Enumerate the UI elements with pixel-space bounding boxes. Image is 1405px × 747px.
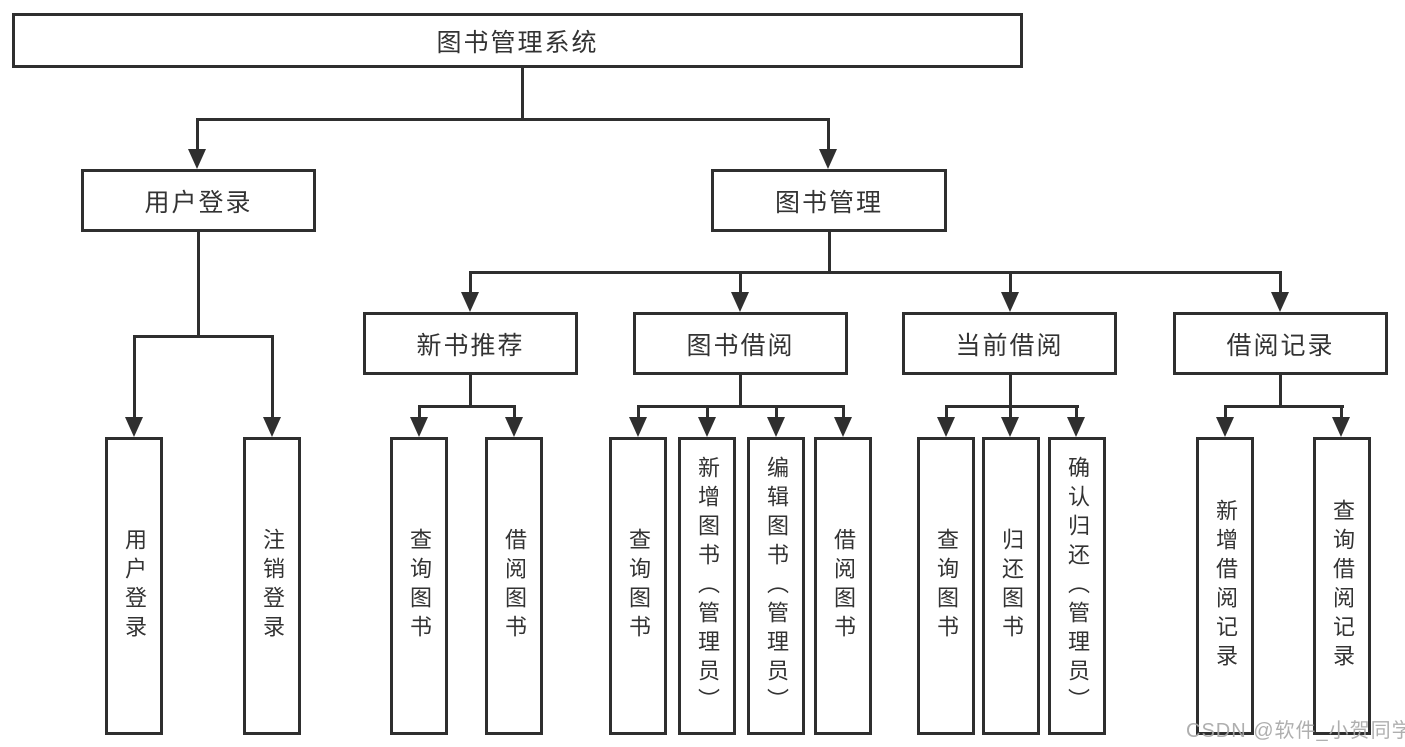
connector-line xyxy=(418,405,516,408)
connector-line xyxy=(1224,408,1227,417)
connector-line xyxy=(196,121,199,149)
node-new-book-recommendation: 新书推荐 xyxy=(363,312,578,375)
arrow-down-icon xyxy=(1216,417,1234,437)
node-label: 查询图书 xyxy=(407,528,432,644)
connector-line xyxy=(1009,408,1012,417)
node-library-management-system: 图书管理系统 xyxy=(12,13,1023,68)
leaf-user-login: 用户登录 xyxy=(105,437,163,735)
connector-line xyxy=(1279,274,1282,292)
connector-line xyxy=(739,375,742,405)
node-book-management: 图书管理 xyxy=(711,169,947,232)
arrow-down-icon xyxy=(1067,417,1085,437)
connector-line xyxy=(828,232,831,271)
connector-line xyxy=(469,271,1282,274)
connector-line xyxy=(637,405,845,408)
connector-line xyxy=(739,274,742,292)
connector-line xyxy=(513,408,516,417)
connector-line xyxy=(1009,274,1012,292)
connector-line xyxy=(945,408,948,417)
connector-line xyxy=(1340,408,1343,417)
connector-line xyxy=(1224,405,1344,408)
leaf-borrow-books: 借阅图书 xyxy=(814,437,872,735)
node-user-login: 用户登录 xyxy=(81,169,316,232)
connector-line xyxy=(1009,375,1012,405)
node-book-borrowing: 图书借阅 xyxy=(633,312,848,375)
arrow-down-icon xyxy=(629,417,647,437)
connector-line xyxy=(1075,408,1078,417)
node-label: 借阅图书 xyxy=(831,528,856,644)
arrow-down-icon xyxy=(125,417,143,437)
leaf-borrow-books-recommend: 借阅图书 xyxy=(485,437,543,735)
arrow-down-icon xyxy=(698,417,716,437)
node-label: 查询图书 xyxy=(626,528,651,644)
connector-line xyxy=(842,408,845,417)
node-label: 借阅图书 xyxy=(502,528,527,644)
connector-line xyxy=(197,232,200,335)
arrow-down-icon xyxy=(1001,417,1019,437)
node-borrowing-records: 借阅记录 xyxy=(1173,312,1388,375)
node-label: 新书推荐 xyxy=(416,331,525,360)
node-label: 编辑图书（管理员） xyxy=(764,455,789,717)
node-label: 借阅记录 xyxy=(1226,331,1335,360)
arrow-down-icon xyxy=(461,292,479,312)
connector-line xyxy=(775,408,778,417)
leaf-return-books: 归还图书 xyxy=(982,437,1040,735)
arrow-down-icon xyxy=(767,417,785,437)
arrow-down-icon xyxy=(731,292,749,312)
leaf-add-book-admin: 新增图书（管理员） xyxy=(678,437,736,735)
connector-line xyxy=(196,118,830,121)
connector-line xyxy=(945,405,1079,408)
connector-line xyxy=(637,408,640,417)
node-label: 当前借阅 xyxy=(955,331,1064,360)
connector-line xyxy=(521,68,524,118)
leaf-add-borrow-record: 新增借阅记录 xyxy=(1196,437,1254,735)
arrow-down-icon xyxy=(410,417,428,437)
leaf-query-books-borrow: 查询图书 xyxy=(609,437,667,735)
leaf-query-borrow-record: 查询借阅记录 xyxy=(1313,437,1371,735)
node-current-borrowing: 当前借阅 xyxy=(902,312,1117,375)
connector-line xyxy=(133,338,136,417)
arrow-down-icon xyxy=(188,149,206,169)
connector-line xyxy=(1279,375,1282,405)
node-label: 归还图书 xyxy=(999,528,1024,644)
connector-line xyxy=(469,274,472,292)
node-label: 查询借阅记录 xyxy=(1330,499,1355,673)
arrow-down-icon xyxy=(1332,417,1350,437)
arrow-down-icon xyxy=(1001,292,1019,312)
arrow-down-icon xyxy=(937,417,955,437)
connector-line xyxy=(827,121,830,149)
connector-line xyxy=(271,338,274,417)
node-label: 新增图书（管理员） xyxy=(695,455,720,717)
connector-line xyxy=(418,408,421,417)
arrow-down-icon xyxy=(819,149,837,169)
connector-line xyxy=(469,375,472,405)
arrow-down-icon xyxy=(1271,292,1289,312)
node-label: 图书管理系统 xyxy=(436,28,599,57)
node-label: 用户登录 xyxy=(144,188,253,217)
arrow-down-icon xyxy=(505,417,523,437)
arrow-down-icon xyxy=(263,417,281,437)
leaf-confirm-return-admin: 确认归还（管理员） xyxy=(1048,437,1106,735)
connector-line xyxy=(706,408,709,417)
node-label: 新增借阅记录 xyxy=(1213,499,1238,673)
connector-line xyxy=(133,335,274,338)
node-label: 用户登录 xyxy=(122,528,147,644)
leaf-query-books-current: 查询图书 xyxy=(917,437,975,735)
leaf-query-books-recommend: 查询图书 xyxy=(390,437,448,735)
leaf-logout: 注销登录 xyxy=(243,437,301,735)
node-label: 查询图书 xyxy=(934,528,959,644)
node-label: 图书借阅 xyxy=(686,331,795,360)
leaf-edit-book-admin: 编辑图书（管理员） xyxy=(747,437,805,735)
arrow-down-icon xyxy=(834,417,852,437)
node-label: 注销登录 xyxy=(260,528,285,644)
watermark: CSDN @软件_小贺同学 xyxy=(1186,720,1405,742)
node-label: 图书管理 xyxy=(774,188,883,217)
node-label: 确认归还（管理员） xyxy=(1065,455,1090,717)
